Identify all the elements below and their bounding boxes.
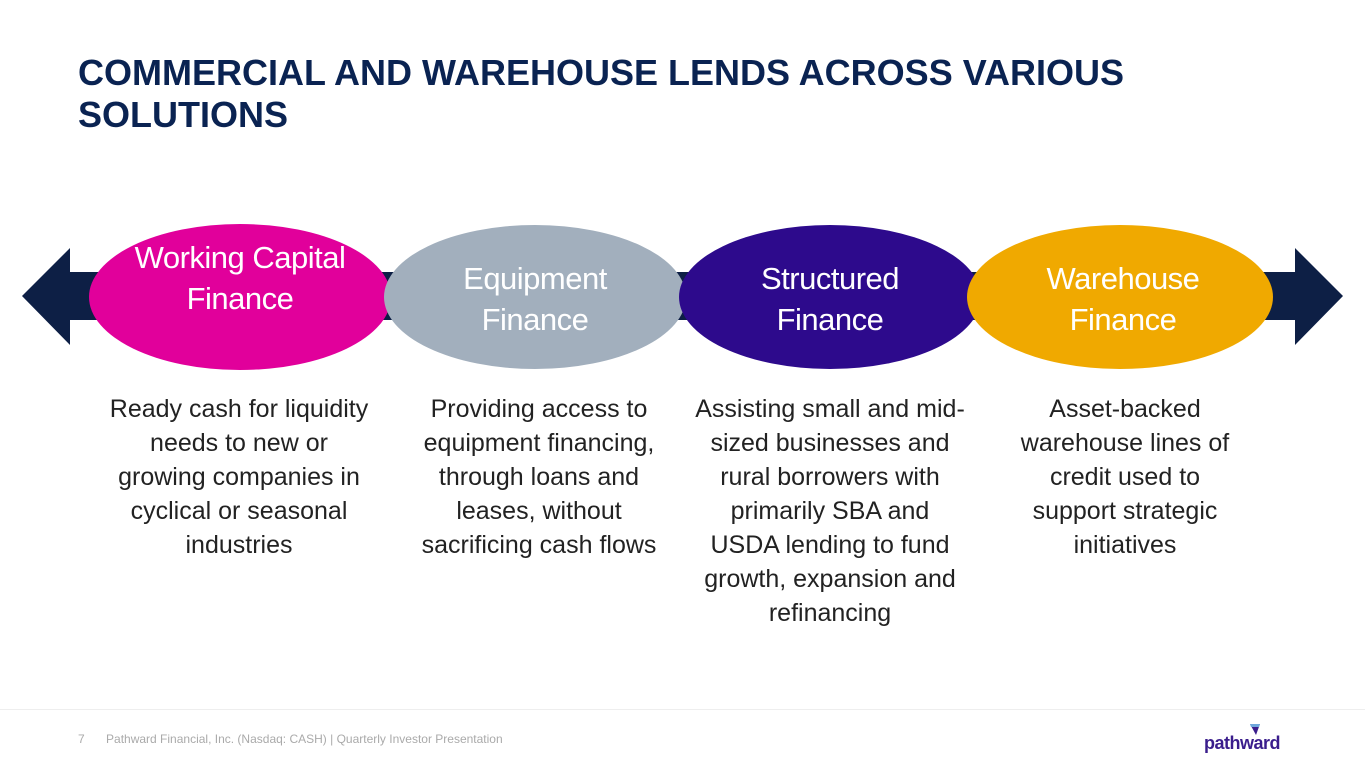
pathward-logo: pathward <box>1204 722 1294 756</box>
page-title: COMMERCIAL AND WAREHOUSE LENDS ACROSS VA… <box>78 52 1125 135</box>
label-structured: Structured Finance <box>760 261 900 337</box>
description-structured: Assisting small and mid-sized businesses… <box>695 395 965 627</box>
description-equipment: Providing access to equipment financing,… <box>421 395 657 559</box>
description-working-capital: Ready cash for liquidity needs to new or… <box>109 395 369 559</box>
footer-text: Pathward Financial, Inc. (Nasdaq: CASH) … <box>106 732 503 746</box>
label-equipment: Equipment Finance <box>463 261 607 337</box>
oval-working-capital <box>89 224 391 370</box>
footer: 7 Pathward Financial, Inc. (Nasdaq: CASH… <box>78 732 503 746</box>
logo-text: pathward <box>1204 733 1281 753</box>
oval-equipment <box>384 225 686 369</box>
description-warehouse: Asset-backed warehouse lines of credit u… <box>1020 395 1230 559</box>
oval-warehouse <box>967 225 1273 369</box>
footer-divider <box>0 709 1365 710</box>
label-warehouse: Warehouse Finance <box>1046 261 1200 337</box>
page-number: 7 <box>78 732 85 746</box>
logo-mark-icon <box>1250 724 1260 735</box>
oval-structured <box>679 225 981 369</box>
label-working-capital: Working Capital Finance <box>134 240 346 316</box>
